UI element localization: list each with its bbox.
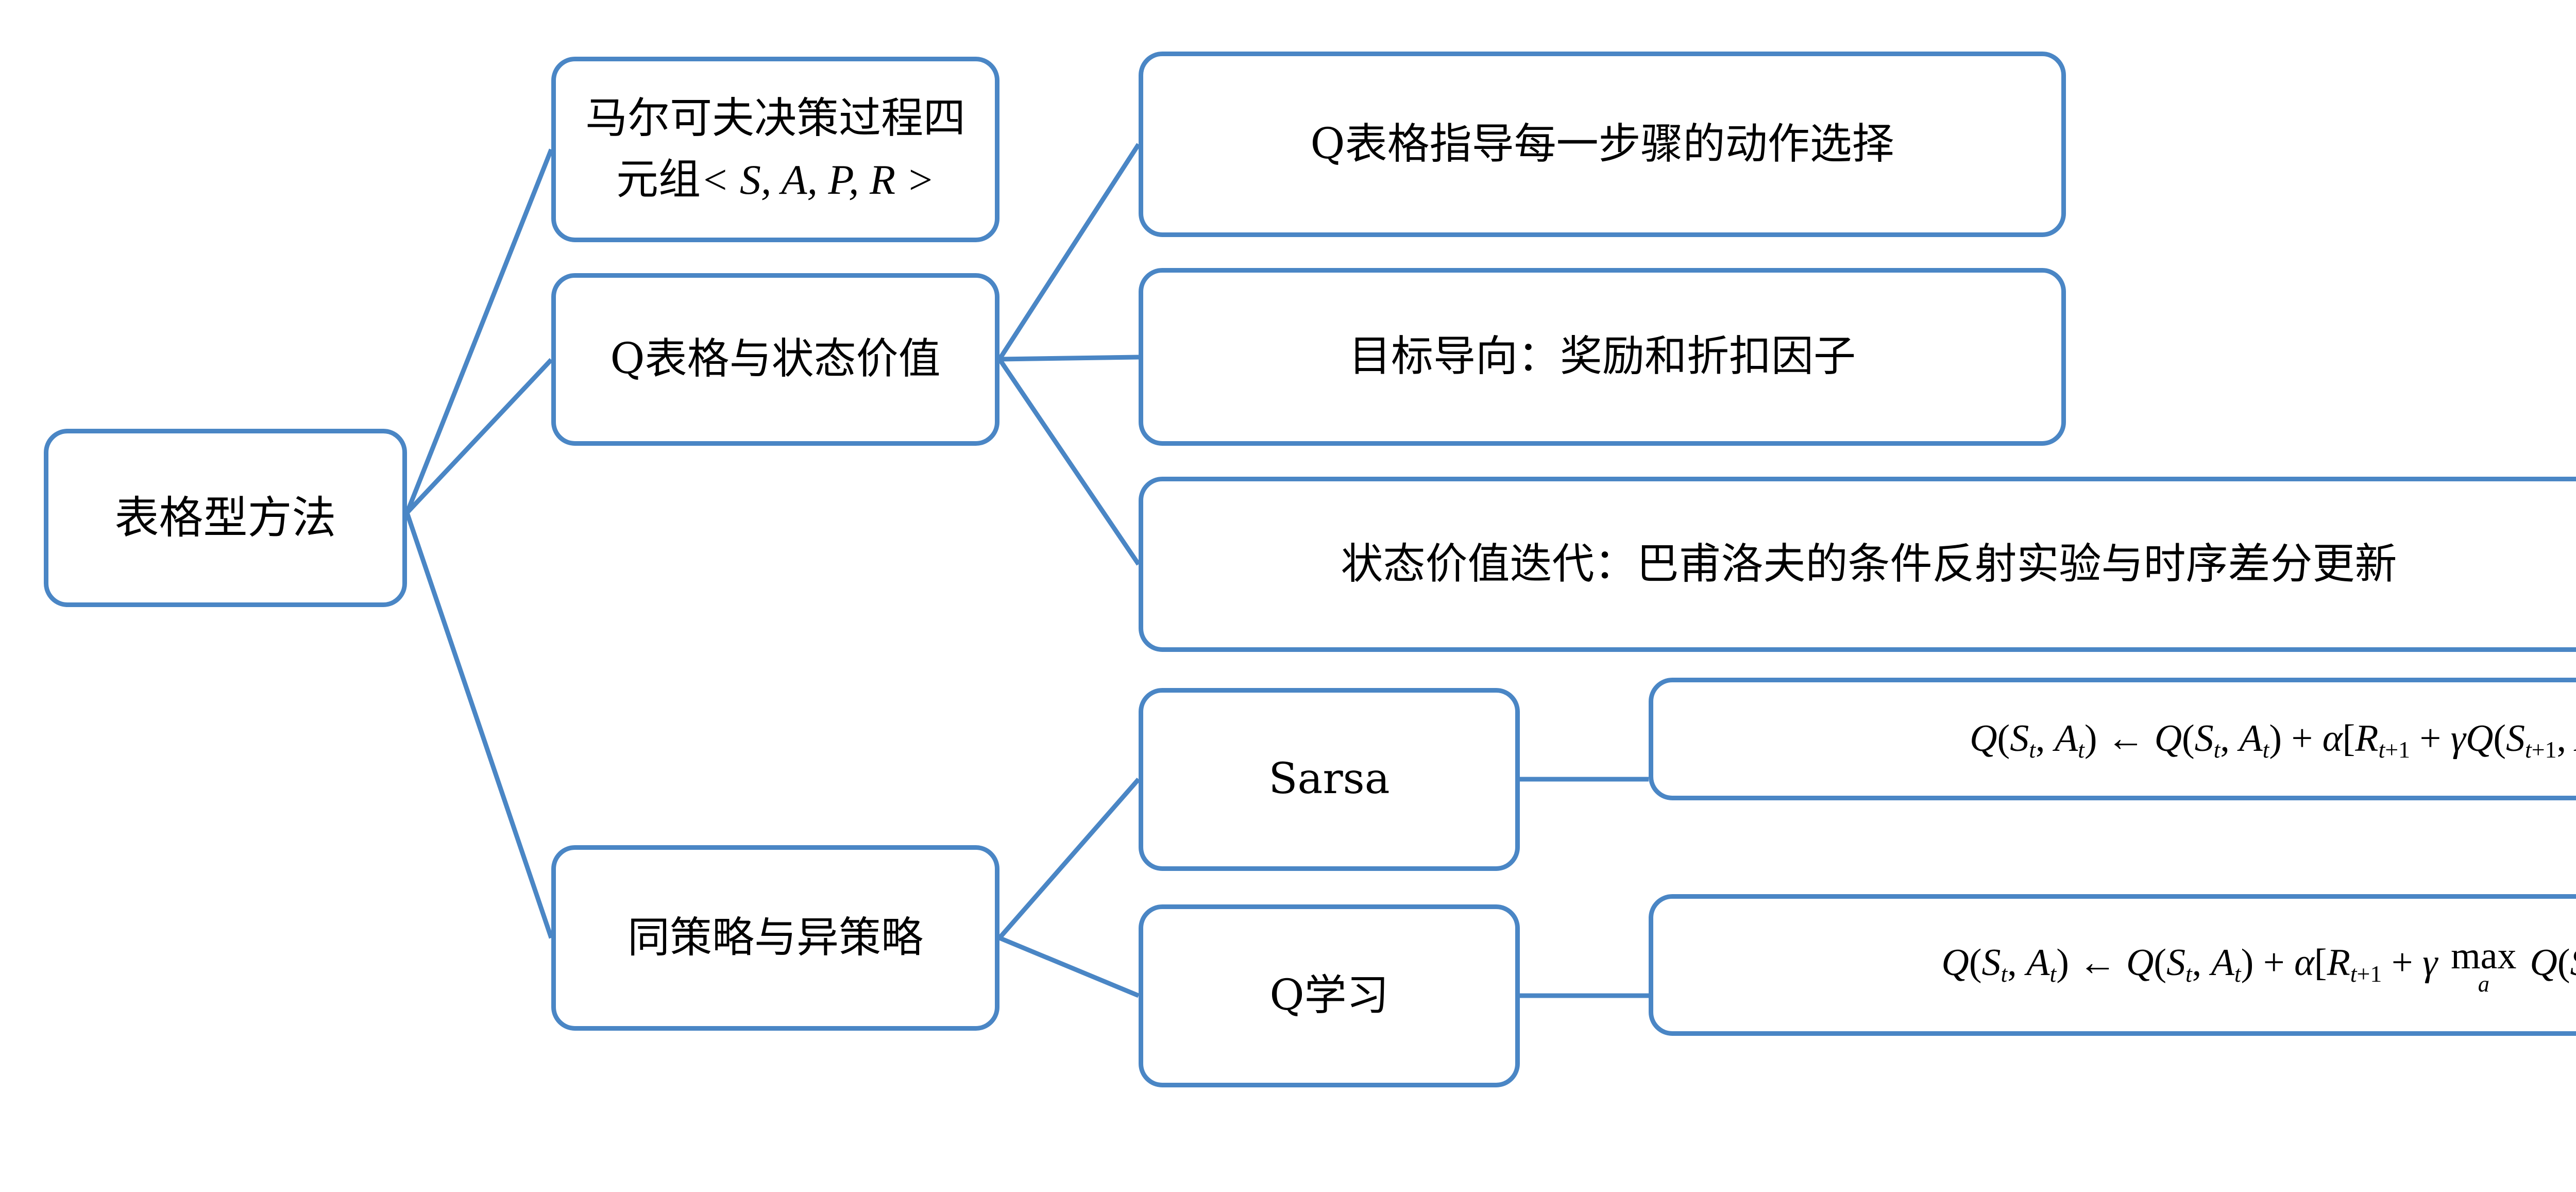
edge-qtable-to-qguide — [997, 143, 1141, 361]
edge-root-to-policy — [404, 512, 554, 939]
node-goal-label: 目标导向：奖励和折扣因子 — [1348, 332, 1856, 381]
node-state-value-iteration-pavlov-td[interactable]: 状态价值迭代：巴甫洛夫的条件反射实验与时序差分更新 — [1139, 477, 2576, 652]
node-q-learning[interactable]: Q学习 — [1139, 904, 1520, 1087]
node-mdp-line2: 元组< S, A, P, R > — [585, 149, 965, 211]
edge-qtable-to-valueiter — [997, 358, 1141, 566]
node-mdp-text: 马尔可夫决策过程四 元组< S, A, P, R > — [585, 88, 965, 211]
node-q-table-and-state-value[interactable]: Q表格与状态价值 — [551, 273, 999, 446]
node-mdp-line1: 马尔可夫决策过程四 — [585, 94, 965, 143]
edge-qtable-to-goal — [999, 355, 1139, 362]
edge-root-to-qtable — [405, 358, 553, 515]
node-on-policy-off-policy[interactable]: 同策略与异策略 — [551, 845, 999, 1031]
edge-root-to-mdp — [404, 148, 554, 514]
node-root-tabular-methods[interactable]: 表格型方法 — [44, 429, 407, 607]
node-qlearning-label: Q学习 — [1269, 971, 1389, 1020]
node-q-table-guides-action-selection[interactable]: Q表格指导每一步骤的动作选择 — [1139, 52, 2066, 237]
node-mdp-line2-prefix: 元组 — [616, 155, 701, 204]
node-goal-oriented-reward-discount[interactable]: 目标导向：奖励和折扣因子 — [1139, 268, 2066, 446]
node-root-label: 表格型方法 — [114, 492, 336, 544]
node-sarsa[interactable]: Sarsa — [1139, 688, 1520, 871]
node-mdp-tuple-math: < S, A, P, R > — [701, 156, 935, 203]
node-qtable-label: Q表格与状态价值 — [610, 334, 941, 384]
edge-policy-to-qlearning — [998, 935, 1140, 998]
node-mdp-tuple[interactable]: 马尔可夫决策过程四 元组< S, A, P, R > — [551, 57, 999, 242]
sarsa-formula-math: Q(St, At) ← Q(St, At) + α[Rt+1 + γQ(St+1… — [1970, 717, 2576, 763]
node-sarsa-update-formula[interactable]: Q(St, At) ← Q(St, At) + α[Rt+1 + γQ(St+1… — [1649, 678, 2576, 800]
node-qguide-label: Q表格指导每一步骤的动作选择 — [1310, 119, 1894, 169]
node-sarsa-label: Sarsa — [1268, 754, 1390, 804]
node-valueiter-label: 状态价值迭代：巴甫洛夫的条件反射实验与时序差分更新 — [1341, 539, 2397, 589]
node-policy-label: 同策略与异策略 — [627, 913, 923, 962]
edge-policy-to-sarsa — [997, 778, 1141, 939]
